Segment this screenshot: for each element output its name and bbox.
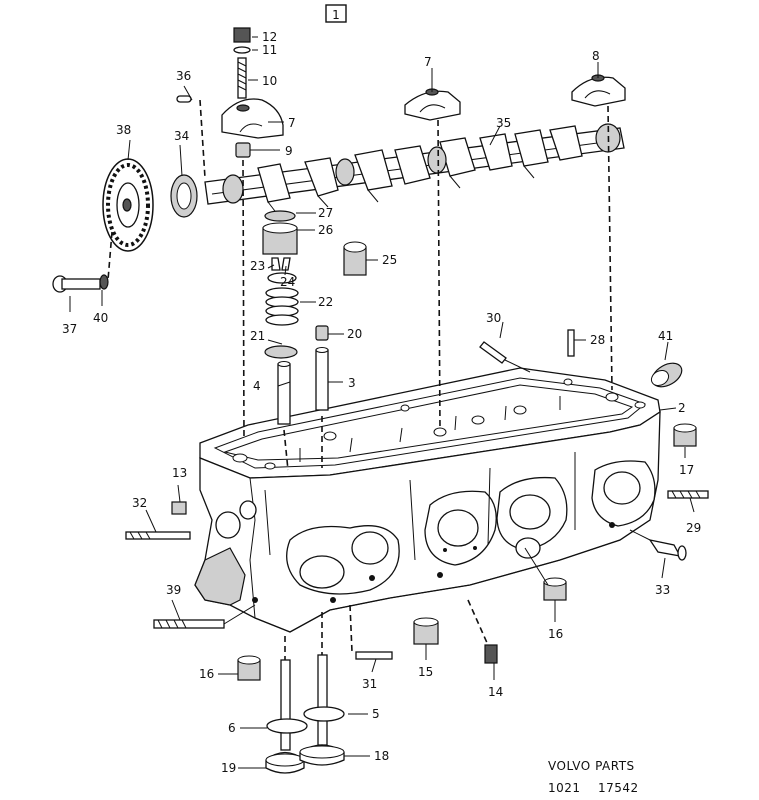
- callout-label: 35: [496, 116, 511, 130]
- callout-label: 34: [174, 129, 189, 143]
- callout-label: 5: [372, 707, 380, 721]
- callout-label: 17: [679, 463, 694, 477]
- callout-label: 15: [418, 665, 433, 679]
- callout-label: 14: [488, 685, 503, 699]
- callout-label: 21: [250, 329, 265, 343]
- spring-retainer: [267, 272, 297, 284]
- diagram-footer: VOLVO PARTS 1021 17542: [548, 759, 639, 795]
- callout-label: 26: [318, 223, 333, 237]
- stud-39: [153, 619, 225, 629]
- cup-plug-17: [673, 423, 697, 447]
- camshaft-gear: [102, 158, 154, 252]
- callout-label: 28: [590, 333, 605, 347]
- callout-label: 10: [262, 74, 277, 88]
- adjusting-shim: [264, 210, 296, 222]
- callout-label: 20: [347, 327, 362, 341]
- callout-label: 22: [318, 295, 333, 309]
- valve-19: [265, 659, 305, 774]
- leader-lines: [69, 36, 695, 769]
- valve-seat-5: [303, 706, 345, 722]
- callout-label: 37: [62, 322, 77, 336]
- plug-15: [413, 617, 439, 645]
- tappet: [262, 222, 298, 255]
- callout-label: 27: [318, 206, 333, 220]
- callout-label: 39: [166, 583, 181, 597]
- cap-sleeve: [235, 142, 251, 158]
- callout-labels: 2 3 4 5 6 7 7 8 9 10 11 12 13 14 15 16 1…: [62, 30, 701, 775]
- callout-label: 24: [280, 275, 295, 289]
- valve-spring: [265, 287, 299, 326]
- callout-label: 13: [172, 466, 187, 480]
- callout-label: 29: [686, 521, 701, 535]
- callout-label: 6: [228, 721, 236, 735]
- callout-label: 3: [348, 376, 356, 390]
- dowel-pin: [176, 95, 192, 103]
- callout-label: 25: [382, 253, 397, 267]
- hydraulic-bucket: [343, 241, 367, 276]
- group-number-box: 1: [325, 4, 347, 23]
- bolt-13: [171, 501, 187, 515]
- spring-seat: [264, 345, 298, 359]
- stud-31: [355, 651, 393, 660]
- callout-label: 2: [678, 401, 686, 415]
- callout-label: 41: [658, 329, 673, 343]
- valve-seat-6: [266, 718, 308, 734]
- callout-label: 9: [285, 144, 293, 158]
- cap-nut: [233, 27, 251, 43]
- plug-16-right: [543, 577, 567, 601]
- callout-label: 4: [253, 379, 261, 393]
- callout-label: 30: [486, 311, 501, 325]
- callout-label: 23: [250, 259, 265, 273]
- callout-label: 16: [199, 667, 214, 681]
- plug-41: [650, 362, 683, 388]
- stud-28: [567, 329, 575, 357]
- stud-32: [125, 531, 191, 540]
- bearing-cap-front: [221, 98, 284, 139]
- callout-label: 40: [93, 311, 108, 325]
- valve-guide-3: [315, 347, 329, 411]
- bearing-cap-rear: [571, 74, 626, 107]
- footer-code-left: 1021: [548, 781, 581, 795]
- bearing-cap-center: [404, 88, 461, 121]
- callout-label: 18: [374, 749, 389, 763]
- plug-16-left: [237, 655, 261, 681]
- camshaft: [204, 123, 625, 216]
- group-number: 1: [332, 8, 340, 22]
- stud-14: [484, 644, 498, 664]
- callout-label: 33: [655, 583, 670, 597]
- footer-brand: VOLVO PARTS: [548, 759, 635, 773]
- valve-keepers: [271, 257, 291, 271]
- stud-29: [667, 490, 709, 499]
- valve-guide-4: [277, 361, 291, 425]
- gear-bolt: [52, 274, 109, 293]
- callout-label: 32: [132, 496, 147, 510]
- callout-label: 7: [288, 116, 296, 130]
- cap-stud: [237, 57, 247, 99]
- callout-label: 38: [116, 123, 131, 137]
- callout-label: 31: [362, 677, 377, 691]
- cap-washer: [233, 46, 251, 54]
- callout-label: 7: [424, 55, 432, 69]
- callout-label: 36: [176, 69, 191, 83]
- footer-code-right: 17542: [598, 781, 639, 795]
- valve-18: [299, 654, 345, 766]
- callout-label: 8: [592, 49, 600, 63]
- cylinder-head: [194, 367, 661, 633]
- fitting-33: [648, 539, 687, 561]
- callout-label: 16: [548, 627, 563, 641]
- callout-label: 12: [262, 30, 277, 44]
- callout-label: 19: [221, 761, 236, 775]
- stud-30: [479, 341, 507, 364]
- stem-seal: [315, 325, 329, 341]
- callout-label: 11: [262, 43, 277, 57]
- camshaft-seal: [170, 174, 198, 218]
